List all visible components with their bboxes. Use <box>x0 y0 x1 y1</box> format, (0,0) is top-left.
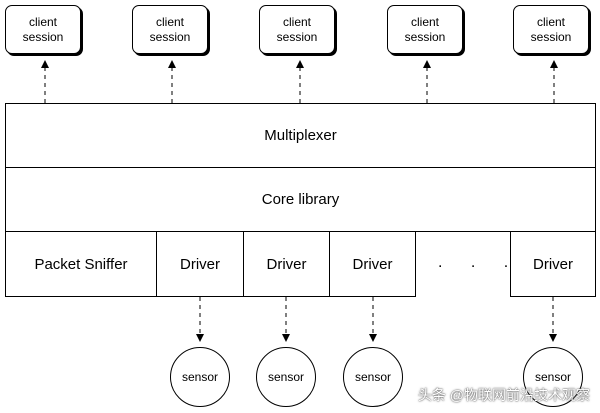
session-label-line2: session <box>404 29 446 44</box>
session-label-line2: session <box>530 29 572 44</box>
driver-box-3: Driver <box>329 231 416 297</box>
sensor-2: sensor <box>256 347 316 407</box>
multiplexer-layer: Multiplexer <box>5 103 596 168</box>
session-label-line1: client <box>155 14 184 29</box>
sensor-label: sensor <box>354 370 392 384</box>
driver-label: Driver <box>266 255 307 273</box>
sensor-label: sensor <box>267 370 305 384</box>
driver-label: Driver <box>180 255 220 273</box>
driver-box-2: Driver <box>243 231 330 297</box>
multiplexer-label: Multiplexer <box>264 127 337 144</box>
driver-label: Driver <box>352 255 393 273</box>
sensor-3: sensor <box>343 347 403 407</box>
sensor-1: sensor <box>170 347 230 407</box>
sensor-label: sensor <box>534 370 572 384</box>
session-label-line1: client <box>536 14 565 29</box>
core-library-layer: Core library <box>5 167 596 232</box>
ellipsis: . . . <box>438 254 521 271</box>
packet-sniffer-box: Packet Sniffer <box>5 231 157 297</box>
core-library-label: Core library <box>261 191 340 208</box>
session-label-line1: client <box>282 14 311 29</box>
watermark-text: 头条 @物联网前沿技术观察 <box>417 387 590 403</box>
session-label-line1: client <box>410 14 439 29</box>
driver-box-4: Driver <box>510 231 596 297</box>
driver-box-1: Driver <box>156 231 244 297</box>
driver-label: Driver <box>533 255 573 273</box>
packet-sniffer-label: Packet Sniffer <box>34 255 128 273</box>
session-label-line2: session <box>276 29 318 44</box>
sensor-label: sensor <box>181 370 219 384</box>
sensor-4: sensor <box>523 347 583 407</box>
session-label-line2: session <box>22 29 64 44</box>
session-label-line2: session <box>149 29 191 44</box>
session-label-line1: client <box>28 14 57 29</box>
